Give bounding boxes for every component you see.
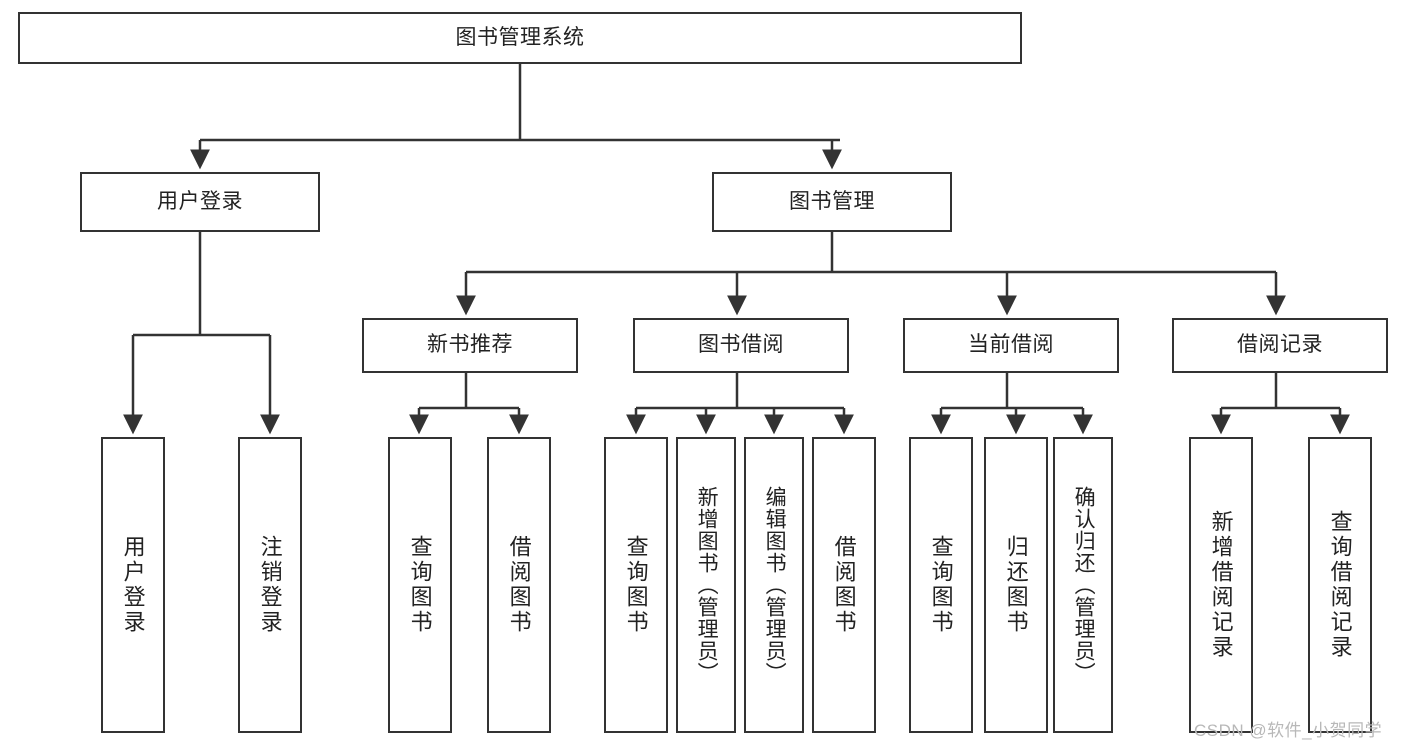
node-leaf-add-book-label: 新增图书（管理员） [695, 486, 719, 684]
node-leaf-return-book[interactable]: 归还图书 [984, 437, 1048, 733]
node-book-manage[interactable]: 图书管理 [712, 172, 952, 232]
node-leaf-query-record[interactable]: 查询借阅记录 [1308, 437, 1372, 733]
node-current-borrow[interactable]: 当前借阅 [903, 318, 1119, 373]
node-leaf-query-book-2[interactable]: 查询图书 [604, 437, 668, 733]
node-leaf-add-record-label: 新增借阅记录 [1208, 510, 1234, 660]
node-user-login[interactable]: 用户登录 [80, 172, 320, 232]
node-leaf-confirm-return-label: 确认归还（管理员） [1072, 486, 1096, 684]
node-current-borrow-label: 当前借阅 [968, 333, 1054, 357]
node-leaf-borrow-book-2-label: 借阅图书 [831, 535, 857, 635]
node-leaf-query-book-1[interactable]: 查询图书 [388, 437, 452, 733]
node-leaf-query-book-3-label: 查询图书 [928, 535, 954, 635]
watermark: CSDN @软件_小贺同学 [1194, 721, 1383, 740]
node-leaf-edit-book[interactable]: 编辑图书（管理员） [744, 437, 804, 733]
node-leaf-logout-label: 注销登录 [257, 535, 283, 635]
node-leaf-borrow-book-2[interactable]: 借阅图书 [812, 437, 876, 733]
node-user-login-label: 用户登录 [157, 189, 243, 213]
node-book-borrow[interactable]: 图书借阅 [633, 318, 849, 373]
node-book-borrow-label: 图书借阅 [698, 333, 784, 357]
node-leaf-query-book-1-label: 查询图书 [407, 535, 433, 635]
node-borrow-record[interactable]: 借阅记录 [1172, 318, 1388, 373]
node-leaf-edit-book-label: 编辑图书（管理员） [763, 486, 787, 684]
node-leaf-user-login[interactable]: 用户登录 [101, 437, 165, 733]
node-leaf-add-record[interactable]: 新增借阅记录 [1189, 437, 1253, 733]
node-leaf-query-book-3[interactable]: 查询图书 [909, 437, 973, 733]
node-root[interactable]: 图书管理系统 [18, 12, 1022, 64]
node-new-book-rec[interactable]: 新书推荐 [362, 318, 578, 373]
node-borrow-record-label: 借阅记录 [1237, 333, 1323, 357]
node-leaf-logout[interactable]: 注销登录 [238, 437, 302, 733]
node-leaf-query-record-label: 查询借阅记录 [1327, 510, 1353, 660]
node-book-manage-label: 图书管理 [789, 189, 875, 213]
node-leaf-confirm-return[interactable]: 确认归还（管理员） [1053, 437, 1113, 733]
node-leaf-add-book[interactable]: 新增图书（管理员） [676, 437, 736, 733]
node-leaf-borrow-book-1-label: 借阅图书 [506, 535, 532, 635]
node-leaf-borrow-book-1[interactable]: 借阅图书 [487, 437, 551, 733]
node-new-book-rec-label: 新书推荐 [427, 333, 513, 357]
node-leaf-query-book-2-label: 查询图书 [623, 535, 649, 635]
node-root-label: 图书管理系统 [455, 25, 585, 49]
node-leaf-user-login-label: 用户登录 [120, 535, 146, 635]
node-leaf-return-book-label: 归还图书 [1003, 535, 1029, 635]
